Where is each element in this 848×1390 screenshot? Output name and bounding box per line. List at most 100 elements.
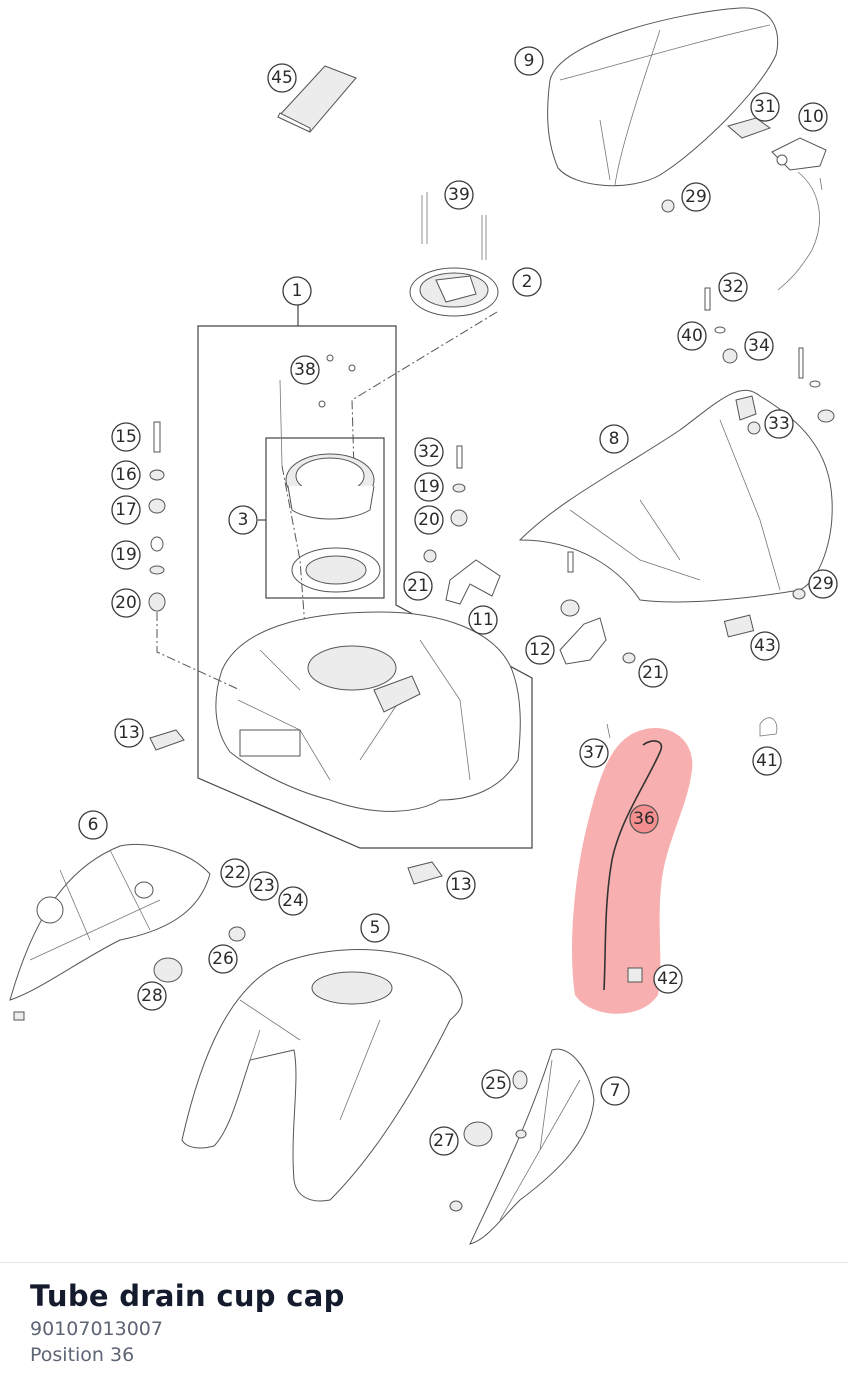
part-number: 90107013007: [30, 1318, 163, 1340]
svg-text:7: 7: [610, 1081, 621, 1101]
svg-text:8: 8: [609, 429, 620, 449]
callout-39[interactable]: 39: [444, 180, 474, 210]
svg-text:43: 43: [754, 636, 776, 656]
callout-32-mid[interactable]: 32: [414, 437, 444, 467]
callout-13-right[interactable]: 13: [446, 870, 476, 900]
svg-text:27: 27: [433, 1131, 455, 1151]
svg-text:42: 42: [657, 969, 679, 989]
part-6-side-cover: [9, 843, 211, 1001]
mid-bolt-stack: [423, 445, 468, 563]
svg-text:20: 20: [418, 510, 440, 530]
callout-11[interactable]: 11: [468, 605, 498, 635]
callout-29-top[interactable]: 29: [681, 182, 711, 212]
callout-31[interactable]: 31: [750, 92, 780, 122]
callout-37[interactable]: 37: [579, 738, 609, 768]
callout-2[interactable]: 2: [512, 267, 542, 297]
svg-text:10: 10: [802, 107, 824, 127]
callout-41[interactable]: 41: [752, 746, 782, 776]
callout-25[interactable]: 25: [481, 1069, 511, 1099]
callout-28[interactable]: 28: [137, 981, 167, 1011]
svg-text:38: 38: [294, 360, 316, 380]
exploded-parts-diagram: 45 9 31 10 29 39 2 1 32 40 34 38 33 8 15…: [9, 7, 838, 1245]
part-13-pad-b: [407, 861, 443, 885]
callout-32-top[interactable]: 32: [718, 272, 748, 302]
callout-22[interactable]: 22: [220, 858, 250, 888]
callout-33[interactable]: 33: [764, 409, 794, 439]
callout-40[interactable]: 40: [677, 321, 707, 351]
part-3-fuel-pump: [279, 354, 381, 593]
part-8-seat: [518, 389, 835, 603]
svg-text:20: 20: [115, 593, 137, 613]
callout-3[interactable]: 3: [228, 505, 258, 535]
svg-text:32: 32: [722, 277, 744, 297]
svg-text:36: 36: [633, 809, 655, 829]
part-31: [726, 117, 772, 139]
svg-text:31: 31: [754, 97, 776, 117]
part-13-pad-a: [149, 729, 185, 751]
left-bolt-stack: [148, 421, 166, 612]
callout-17[interactable]: 17: [111, 495, 141, 525]
svg-text:29: 29: [685, 187, 707, 207]
svg-text:13: 13: [450, 875, 472, 895]
callout-10[interactable]: 10: [798, 102, 828, 132]
part-2-filler-cap: [409, 192, 499, 317]
svg-text:23: 23: [253, 876, 275, 896]
callout-23[interactable]: 23: [249, 871, 279, 901]
svg-text:40: 40: [681, 326, 703, 346]
callout-45[interactable]: 45: [267, 63, 297, 93]
svg-text:17: 17: [115, 500, 137, 520]
divider: [0, 1262, 848, 1263]
callout-36[interactable]: 36: [629, 804, 659, 834]
callout-21-right[interactable]: 21: [638, 658, 668, 688]
svg-text:3: 3: [238, 510, 249, 530]
callout-26[interactable]: 26: [208, 944, 238, 974]
callout-19-mid[interactable]: 19: [414, 472, 444, 502]
svg-text:19: 19: [115, 545, 137, 565]
svg-text:16: 16: [115, 465, 137, 485]
callout-12[interactable]: 12: [525, 635, 555, 665]
callout-13-left[interactable]: 13: [114, 718, 144, 748]
callout-16[interactable]: 16: [111, 460, 141, 490]
svg-text:1: 1: [292, 281, 303, 301]
callout-19-left[interactable]: 19: [111, 540, 141, 570]
callout-1[interactable]: 1: [282, 276, 312, 306]
callout-20-left[interactable]: 20: [111, 588, 141, 618]
svg-text:6: 6: [88, 815, 99, 835]
svg-text:9: 9: [524, 51, 535, 71]
svg-text:12: 12: [529, 640, 551, 660]
callout-24[interactable]: 24: [278, 886, 308, 916]
part-12-bracket: [559, 617, 607, 665]
svg-text:11: 11: [472, 610, 494, 630]
callout-15[interactable]: 15: [111, 422, 141, 452]
svg-text:41: 41: [756, 751, 778, 771]
callout-20-mid[interactable]: 20: [414, 505, 444, 535]
callout-5[interactable]: 5: [360, 913, 390, 943]
svg-text:33: 33: [768, 414, 790, 434]
part-position: Position 36: [30, 1344, 135, 1366]
callout-34[interactable]: 34: [744, 331, 774, 361]
callout-43[interactable]: 43: [750, 631, 780, 661]
callout-21-mid[interactable]: 21: [403, 571, 433, 601]
svg-text:45: 45: [271, 68, 293, 88]
part-5-tank-cover: [181, 949, 463, 1202]
svg-text:26: 26: [212, 949, 234, 969]
callout-8[interactable]: 8: [599, 424, 629, 454]
svg-text:39: 39: [448, 185, 470, 205]
callout-7[interactable]: 7: [600, 1076, 630, 1106]
svg-text:29: 29: [812, 574, 834, 594]
svg-text:21: 21: [642, 663, 664, 683]
svg-text:15: 15: [115, 427, 137, 447]
part-1-fuel-tank: [215, 611, 521, 812]
callout-9[interactable]: 9: [514, 46, 544, 76]
svg-text:25: 25: [485, 1074, 507, 1094]
callout-42[interactable]: 42: [653, 964, 683, 994]
callout-27[interactable]: 27: [429, 1126, 459, 1156]
callout-29-right[interactable]: 29: [808, 569, 838, 599]
svg-text:2: 2: [522, 272, 533, 292]
callout-38[interactable]: 38: [290, 355, 320, 385]
part-7-side-cover: [469, 1048, 595, 1245]
callout-6[interactable]: 6: [78, 810, 108, 840]
part-10-lock: [771, 137, 827, 291]
fuel-pump-frame: [265, 437, 385, 599]
svg-text:21: 21: [407, 576, 429, 596]
